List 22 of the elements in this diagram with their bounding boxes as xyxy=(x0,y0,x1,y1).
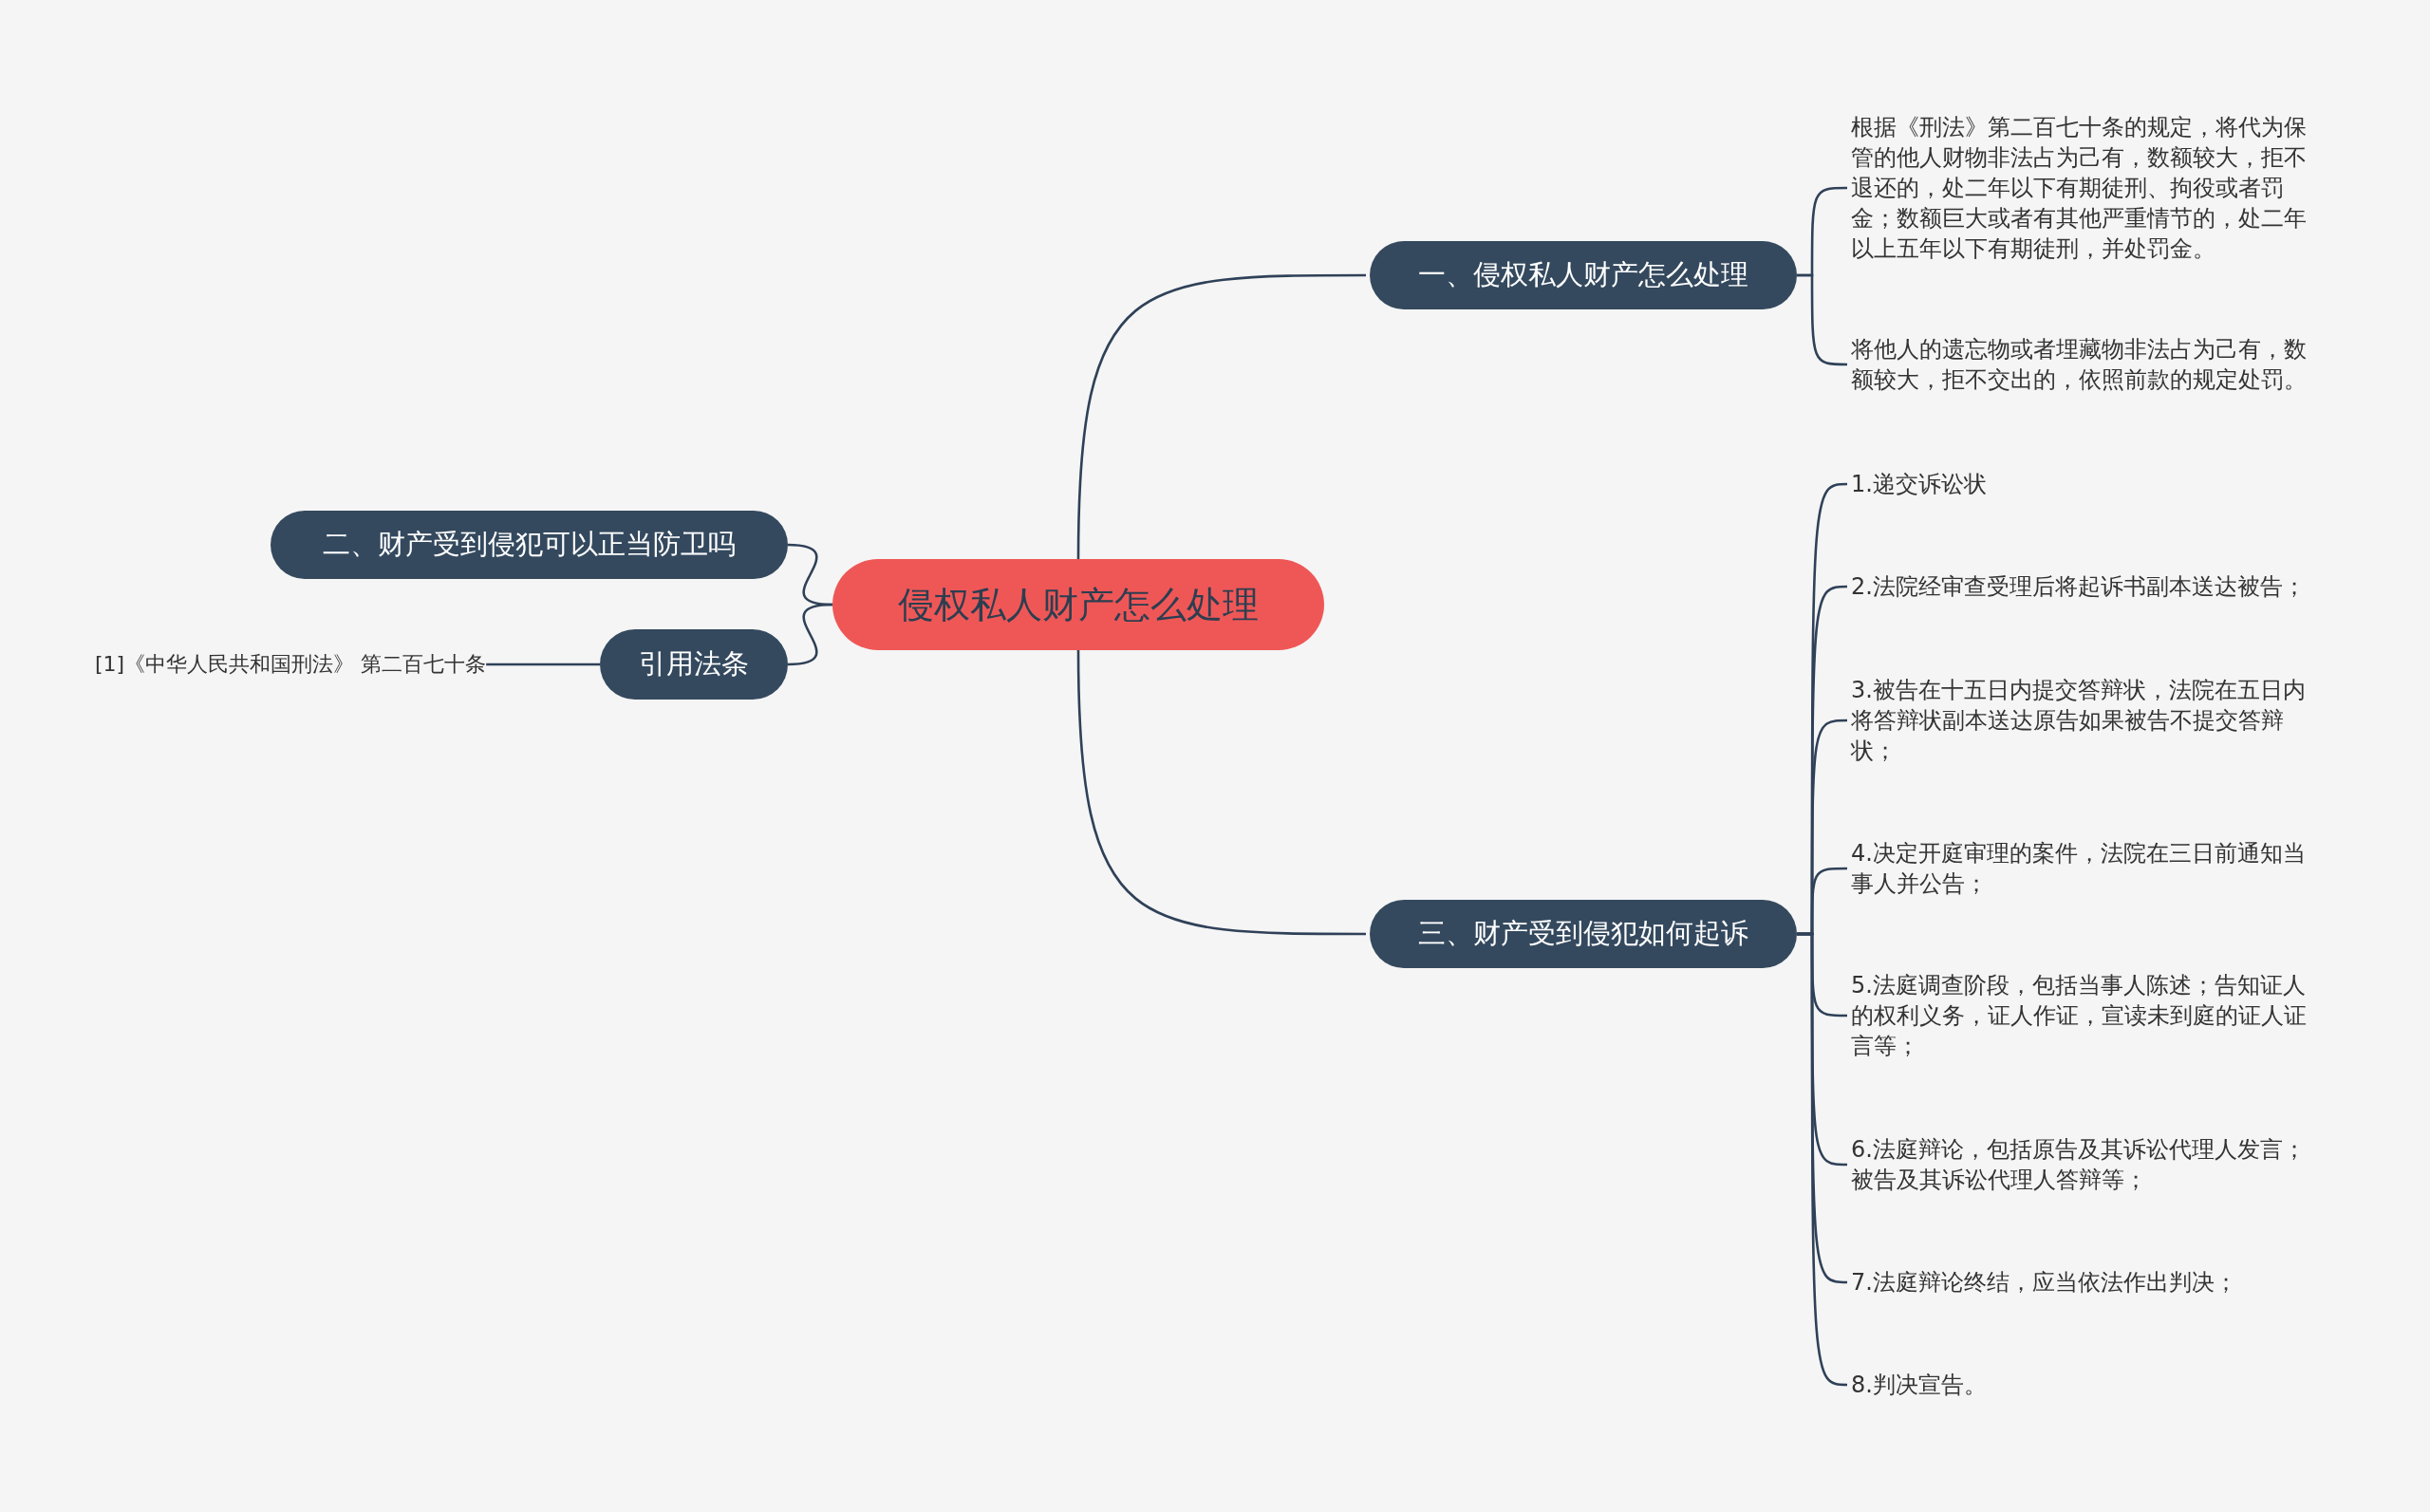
leaf-text: 6.法庭辩论，包括原告及其诉讼代理人发言；被告及其诉讼代理人答辩等； xyxy=(1851,1134,2326,1195)
connector-line xyxy=(1797,932,1848,1387)
leaf-text: 根据《刑法》第二百七十条的规定，将代为保管的他人财物非法占为己有，数额较大，拒不退还的，处二年以下有期徒刑、拘役或者罚金；数额巨大或者有其他严重情节的，处二年以上五年以下有期徒刑，并处罚金。 xyxy=(1851,112,2326,264)
leaf-text: 5.法庭调查阶段，包括当事人陈述；告知证人的权利义务，证人作证，宣读未到庭的证人证言等； xyxy=(1851,970,2326,1061)
connector-line xyxy=(486,663,600,666)
root-topic: 侵权私人财产怎么处理 xyxy=(832,559,1324,650)
connector-line xyxy=(1076,273,1366,560)
leaf-text: 2.法院经审查受理后将起诉书副本送达被告； xyxy=(1851,571,2326,602)
topic-pill: 二、财产受到侵犯可以正当防卫吗 xyxy=(271,511,788,579)
leaf-text: 4.决定开庭审理的案件，法院在三日前通知当事人并公告； xyxy=(1851,838,2326,899)
connector-line xyxy=(787,603,833,666)
leaf-text: 1.递交诉讼状 xyxy=(1851,469,2326,499)
connector-line xyxy=(1076,649,1366,936)
topic-pill: 三、财产受到侵犯如何起诉 xyxy=(1370,900,1797,968)
leaf-text: 8.判决宣告。 xyxy=(1851,1370,2326,1400)
leaf-text: 7.法庭辩论终结，应当依法作出判决； xyxy=(1851,1267,2326,1297)
topic-pill: 一、侵权私人财产怎么处理 xyxy=(1370,241,1797,309)
leaf-text: [1]《中华人民共和国刑法》 第二百七十条 xyxy=(95,649,487,680)
leaf-text: 将他人的遗忘物或者埋藏物非法占为己有，数额较大，拒不交出的，依照前款的规定处罚。 xyxy=(1851,334,2326,395)
leaf-text: 3.被告在十五日内提交答辩状，法院在五日内将答辩状副本送达原告如果被告不提交答辩状； xyxy=(1851,675,2326,766)
connector-line xyxy=(1797,273,1847,366)
topic-pill: 引用法条 xyxy=(600,629,788,700)
